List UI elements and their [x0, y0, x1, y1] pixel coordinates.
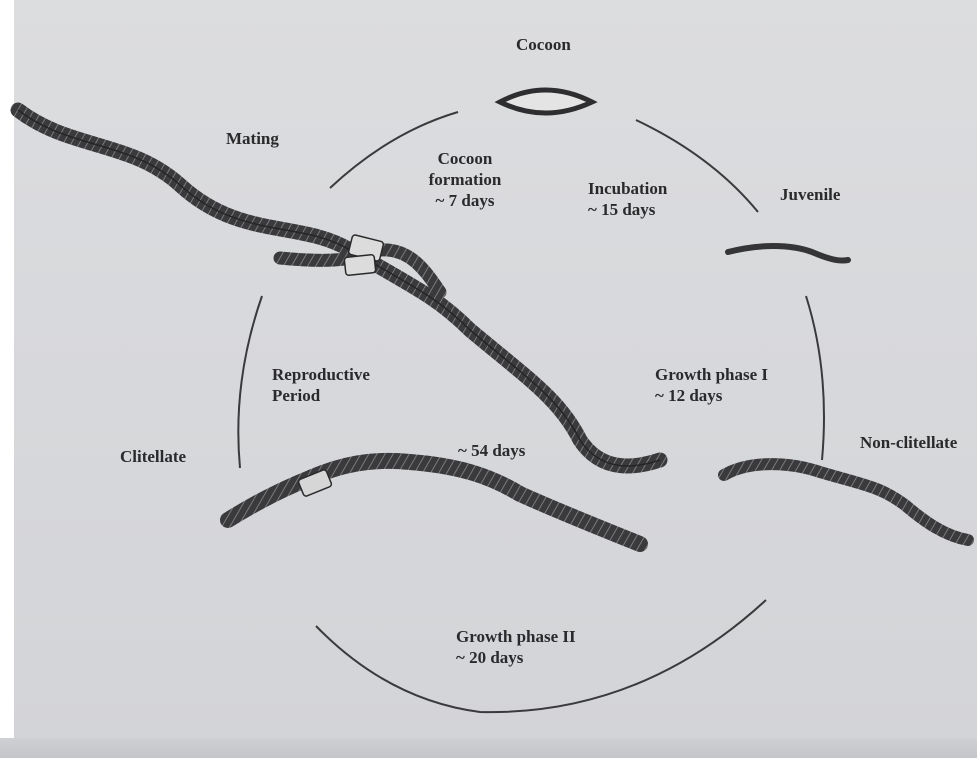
phase-label-cocoon-formation: Cocoon formation ~ 7 days: [410, 148, 520, 211]
phase-label-reproductive-duration: ~ 54 days: [458, 440, 525, 461]
phase-label-growth-phase-2: Growth phase II ~ 20 days: [456, 626, 576, 668]
non-clitellate-worm: [724, 464, 968, 540]
arc-growth-phase-1: [806, 296, 824, 460]
stage-label-juvenile: Juvenile: [780, 184, 840, 205]
mating-worm-a: [18, 110, 660, 466]
arc-reproductive-period: [238, 296, 262, 468]
stage-label-clitellate: Clitellate: [120, 446, 186, 467]
phase-label-reproductive-period: Reproductive Period: [272, 364, 370, 406]
stage-label-cocoon: Cocoon: [516, 34, 571, 55]
clitellate-worm: [228, 461, 640, 544]
cocoon-shape: [500, 90, 592, 113]
clitellum-band-b: [344, 254, 376, 275]
stage-label-mating: Mating: [226, 128, 279, 149]
stage-label-non-clitellate: Non-clitellate: [860, 432, 957, 453]
juvenile-worm: [728, 246, 848, 261]
phase-label-incubation: Incubation ~ 15 days: [588, 178, 667, 220]
phase-label-growth-phase-1: Growth phase I ~ 12 days: [655, 364, 768, 406]
